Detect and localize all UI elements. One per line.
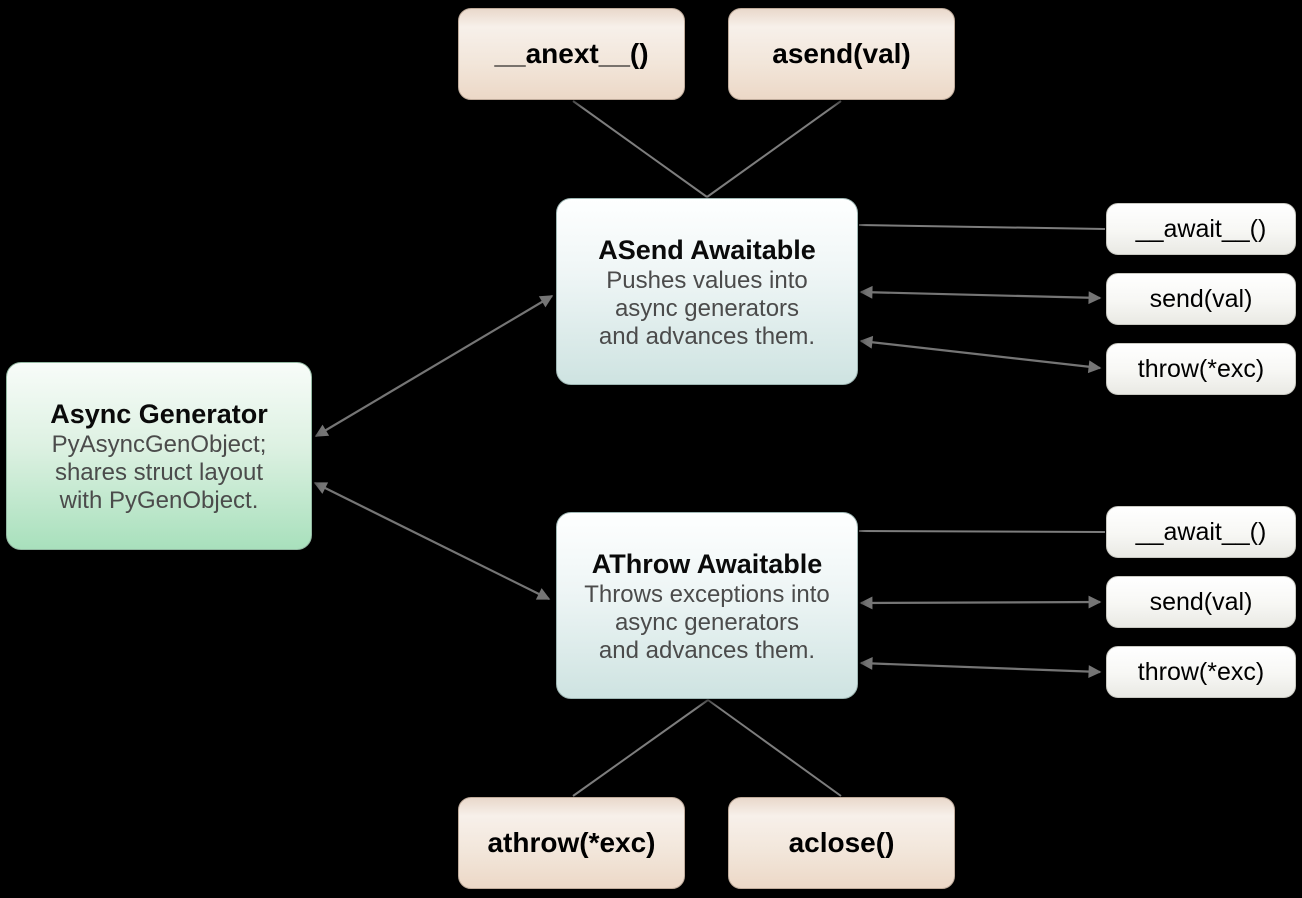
athrow-awaitable-desc-line: async generators <box>614 608 800 636</box>
edge-async-generator-athrow-awaitable <box>313 482 551 600</box>
asend-node: asend(val) <box>728 8 955 100</box>
async-generator-title: Async Generator <box>50 399 268 429</box>
athrow-throw-method-node: throw(*exc) <box>1106 646 1296 698</box>
edge-async-generator-asend-awaitable <box>314 295 554 437</box>
athrow-send-method-label: send(val) <box>1149 587 1253 616</box>
athrow-send-method-node: send(val) <box>1106 576 1296 628</box>
aclose-node: aclose() <box>728 797 955 889</box>
asend-throw-method-label: throw(*exc) <box>1137 354 1265 383</box>
async-generator-node: Async Generator PyAsyncGenObject; shares… <box>6 362 312 550</box>
athrow-awaitable-desc-line: Throws exceptions into <box>584 580 830 608</box>
asend-throw-method-node: throw(*exc) <box>1106 343 1296 395</box>
edge-asend-awaitable-send <box>859 285 1102 305</box>
edge-athrow-awaitable-to-await <box>858 530 1106 533</box>
asend-awaitable-title: ASend Awaitable <box>598 234 816 265</box>
asend-send-method-label: send(val) <box>1149 284 1253 313</box>
anext-node: __anext__() <box>458 8 685 100</box>
athrow-call-node: athrow(*exc) <box>458 797 685 889</box>
asend-await-method-label: __await__() <box>1135 214 1267 243</box>
async-generator-desc-line: with PyGenObject. <box>59 487 259 514</box>
asend-label: asend(val) <box>772 38 911 69</box>
edge-asend-awaitable-throw <box>859 335 1102 374</box>
aclose-label: aclose() <box>788 827 895 858</box>
asend-send-method-node: send(val) <box>1106 273 1296 325</box>
edge-asend-to-asend-awaitable <box>706 100 842 198</box>
athrow-throw-method-label: throw(*exc) <box>1137 657 1265 686</box>
asend-await-method-node: __await__() <box>1106 203 1296 255</box>
asend-awaitable-desc-line: and advances them. <box>598 322 816 350</box>
anext-label: __anext__() <box>494 38 649 69</box>
athrow-call-label: athrow(*exc) <box>487 827 656 858</box>
athrow-await-method-label: __await__() <box>1135 517 1267 546</box>
edge-athrow-awaitable-to-aclose <box>707 699 842 797</box>
asend-awaitable-node: ASend Awaitable Pushes values into async… <box>556 198 858 385</box>
athrow-awaitable-title: AThrow Awaitable <box>591 548 823 579</box>
edge-anext-to-asend-awaitable <box>572 100 708 198</box>
edge-asend-awaitable-to-await <box>858 224 1106 230</box>
edge-athrow-awaitable-throw <box>859 657 1102 678</box>
async-generator-desc-line: shares struct layout <box>54 459 264 486</box>
async-generator-desc-line: PyAsyncGenObject; <box>51 431 267 458</box>
edge-athrow-awaitable-send <box>859 595 1102 610</box>
athrow-awaitable-desc-line: and advances them. <box>598 636 816 664</box>
edge-athrow-awaitable-to-athrow-call <box>572 699 709 797</box>
athrow-awaitable-node: AThrow Awaitable Throws exceptions into … <box>556 512 858 699</box>
asend-awaitable-desc-line: async generators <box>614 294 800 322</box>
athrow-await-method-node: __await__() <box>1106 506 1296 558</box>
asend-awaitable-desc-line: Pushes values into <box>606 266 808 294</box>
